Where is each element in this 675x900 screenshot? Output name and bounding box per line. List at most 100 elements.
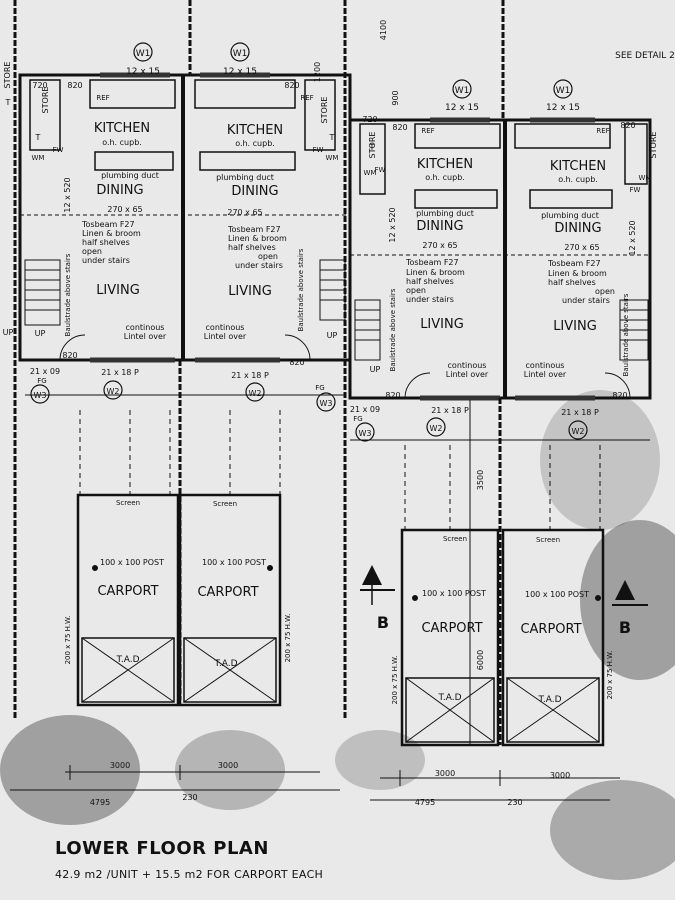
dim-820-unit3: 820 [392, 123, 407, 132]
kitchen-note-unit1: o.h. cupb. [102, 138, 142, 147]
continuous-note-unit1: continous [126, 323, 165, 332]
continuous-note-unit3: continous [448, 361, 487, 370]
dim-820-unit4: 820 [620, 121, 635, 130]
stair-unit2 [319, 259, 346, 321]
tosbeam-note-unit4: Tosbeam F27 [547, 259, 601, 268]
screen-label-unit4: Screen [536, 536, 560, 544]
post-label-unit1: 100 x 100 POST [100, 558, 164, 567]
stair-unit1 [24, 259, 61, 326]
dim-3000-unit3: 3000 [435, 769, 455, 778]
tad-label-unit3: T.A.D [437, 693, 461, 703]
dim-230-right: 230 [507, 798, 522, 807]
w1-size-unit1: 12 x 15 [126, 67, 160, 77]
store-label-unit2: STORE [320, 97, 329, 124]
carport-label-unit1: CARPORT [97, 584, 158, 599]
t-label-unit1: T [35, 133, 41, 142]
fg-label-unit3: FG [353, 415, 362, 423]
hw-label-unit1: 200 x 75 H.W. [64, 616, 72, 665]
fg-label-unit2: FG [315, 384, 324, 392]
kitchen-note-unit3: o.h. cupb. [425, 173, 465, 182]
dim-4795-right: 4795 [415, 798, 435, 807]
tosbeam-note-unit2: Tosbeam F27 [227, 225, 281, 234]
post-label-unit4: 100 x 100 POST [525, 590, 589, 599]
shelves-note-unit3: half shelves [406, 277, 454, 286]
kitchen-label-unit3: KITCHEN [417, 157, 473, 172]
tad-label-unit2: T.A.D [213, 659, 237, 669]
door-swing-unit2 [284, 334, 311, 361]
dim-720-unit3: 720 [362, 115, 377, 124]
dim-4795-left: 4795 [90, 798, 110, 807]
balustrade-note-unit3: Baulstrade above stairs [389, 288, 397, 371]
w3-tag-unit1: W3 [34, 391, 47, 400]
tad-box-unit4 [506, 677, 600, 743]
left-building [13, 0, 352, 720]
tosbeam-note-unit3: Tosbeam F27 [405, 258, 459, 267]
dim-520-unit3: 12 x 520 [388, 207, 397, 242]
dim-3500: 3500 [476, 470, 485, 490]
w2-size-unit1: 21 x 18 P [101, 368, 139, 377]
w2-tag-unit1: W2 [107, 387, 120, 396]
ref-label-unit3: REF [421, 127, 434, 135]
kitchen-note-unit2: o.h. cupb. [235, 139, 275, 148]
open-note-unit1: open [82, 247, 102, 256]
dim-820-unit1: 820 [67, 81, 82, 90]
carport-unit4 [501, 528, 605, 747]
t-label-unit0: T [5, 98, 11, 107]
screen-label-unit1: Screen [116, 499, 140, 507]
kitchen-bench-unit1 [89, 79, 176, 109]
plumbing-duct-unit2 [199, 151, 296, 171]
carport-label-unit3: CARPORT [421, 621, 482, 636]
kitchen-label-unit2: KITCHEN [227, 123, 283, 138]
w1-size-unit2: 12 x 15 [223, 67, 257, 77]
living-label-unit4: LIVING [553, 319, 597, 334]
up-label-unit3: UP [370, 365, 381, 374]
dim-820-door-unit3: 820 [385, 391, 400, 400]
hw-label-unit2: 200 x 75 H.W. [284, 614, 292, 663]
dining-label-unit4: DINING [554, 221, 601, 236]
dim-820-door-unit1: 820 [62, 351, 77, 360]
dining-label-unit1: DINING [96, 183, 143, 198]
carport-unit1 [76, 493, 180, 707]
lintel-note-unit1: Lintel over [124, 332, 167, 341]
wm-label-unit3: WM [364, 169, 377, 177]
post-label-unit2: 100 x 100 POST [202, 558, 266, 567]
w3-tag-unit3: W3 [359, 429, 372, 438]
carport-label-unit2: CARPORT [197, 585, 258, 600]
dim-720-unit1: 720 [32, 81, 47, 90]
up-label-unit1: UP [35, 329, 46, 338]
door-swing-unit1 [59, 334, 86, 361]
kitchen-label-unit4: KITCHEN [550, 159, 606, 174]
kitchen-bench-unit3 [414, 123, 501, 149]
labels: W1 W1 W1 W1 12 x 15 12 x 15 12 x 15 12 x… [3, 20, 675, 807]
under-stairs-note-unit4: under stairs [562, 296, 610, 305]
store-label-unit1: STORE [41, 87, 50, 114]
store-unit1 [29, 79, 61, 151]
under-stairs-note-unit2: under stairs [235, 261, 283, 270]
section-b-right: B [619, 618, 631, 637]
linen-note-unit1: Linen & broom [82, 229, 141, 238]
under-stairs-note-unit3: under stairs [406, 295, 454, 304]
post-label-unit3: 100 x 100 POST [422, 589, 486, 598]
t-label-unit2: T [329, 133, 335, 142]
dim-520-unit1: 12 x 520 [63, 177, 72, 212]
door-swing-unit3 [404, 372, 431, 399]
w1-size-unit4: 12 x 15 [546, 103, 580, 113]
w1-tag-unit2: W1 [233, 49, 248, 59]
balustrade-note-unit1: Baulstrade above stairs [64, 253, 72, 336]
dim-1200: 1200 [313, 62, 322, 82]
fw-label-unit3: FW [375, 166, 386, 174]
up-label-unit2: UP [327, 331, 338, 340]
living-label-unit1: LIVING [96, 283, 140, 298]
wm-label-unit2: WM [326, 154, 339, 162]
shelves-note-unit4: half shelves [548, 278, 596, 287]
dim-820-door-unit2: 820 [289, 358, 304, 367]
linen-note-unit2: Linen & broom [228, 234, 287, 243]
store-label-unit4: STORE [649, 132, 658, 159]
kitchen-label-unit1: KITCHEN [94, 121, 150, 136]
w2-tag-unit3: W2 [430, 424, 443, 433]
store-unit2 [304, 79, 336, 151]
dim-3000-unit4: 3000 [550, 771, 570, 780]
open-note-unit4: open [595, 287, 615, 296]
